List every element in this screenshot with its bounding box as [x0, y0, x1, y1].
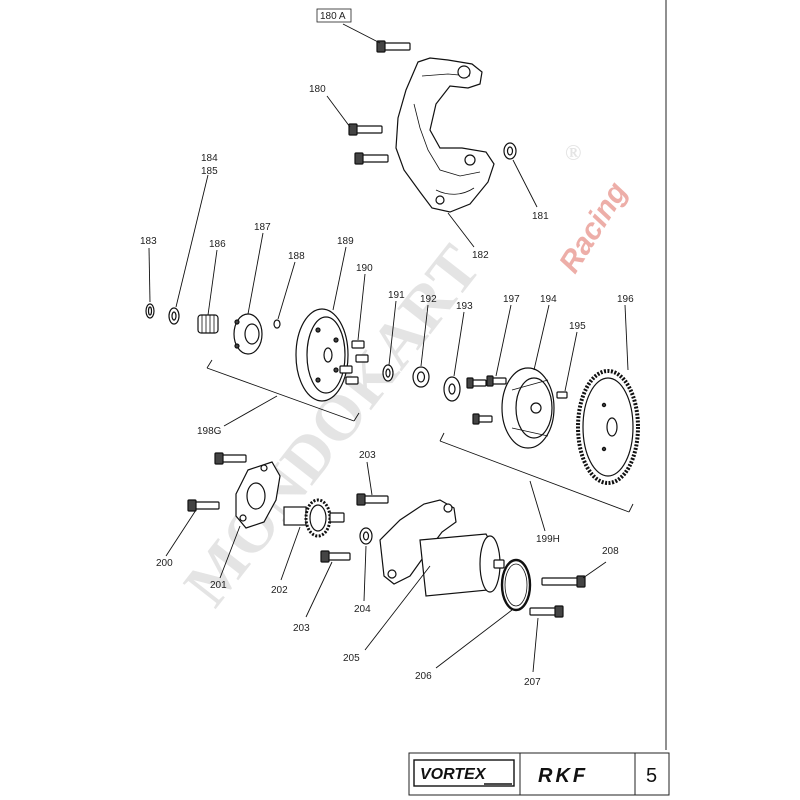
bracket-199h	[439, 432, 634, 513]
callout-180a-box	[316, 8, 352, 23]
callout-189: 189	[337, 236, 354, 247]
callout-184: 184	[201, 153, 218, 164]
callout-188: 188	[288, 251, 305, 262]
bracket-198g	[206, 359, 360, 422]
part-193-washer	[443, 376, 461, 402]
callout-207: 207	[524, 677, 541, 688]
callout-180: 180	[309, 84, 326, 95]
callout-205: 205	[343, 653, 360, 664]
part-182-housing	[395, 57, 495, 213]
part-201-bracket	[235, 461, 281, 529]
callout-200: 200	[156, 558, 173, 569]
callout-194: 194	[540, 294, 557, 305]
part-186-needle-bearing	[197, 314, 219, 334]
part-195-pin	[556, 391, 568, 399]
callout-196: 196	[617, 294, 634, 305]
callout-183: 183	[140, 236, 157, 247]
callout-197: 197	[503, 294, 520, 305]
part-206-o-ring	[500, 558, 532, 612]
part-181-washer	[503, 142, 517, 160]
part-187-sprocket-hub	[233, 313, 263, 355]
callout-labels: 180 A 180 181 182 183 184 185 186 187 18…	[140, 8, 634, 688]
callout-180a: 180 A	[320, 11, 346, 22]
brand-logo: VORTEX	[420, 766, 487, 783]
callout-202: 202	[271, 585, 288, 596]
model-name: RKF	[538, 765, 588, 787]
part-180a-bolt	[376, 40, 411, 53]
part-208-bolt	[541, 575, 586, 588]
part-203-bolts	[320, 493, 389, 563]
callout-190: 190	[356, 263, 373, 274]
callout-198g: 198G	[197, 426, 222, 437]
brand-logo-box	[413, 759, 515, 787]
part-200-bolts	[187, 452, 247, 512]
callout-192: 192	[420, 294, 437, 305]
callout-182: 182	[472, 250, 489, 261]
page-number: 5	[646, 765, 657, 787]
part-207-bolt	[529, 605, 564, 618]
watermark-registered: ®	[565, 140, 581, 165]
part-183-circlip	[145, 303, 155, 319]
part-189-clutch-drum	[295, 308, 349, 402]
part-188-pin	[273, 319, 281, 329]
callout-186: 186	[209, 239, 226, 250]
callout-181: 181	[532, 211, 549, 222]
footer: VORTEX RKF 5	[408, 752, 670, 796]
callout-201: 201	[210, 580, 227, 591]
callout-193: 193	[456, 301, 473, 312]
part-190-screws	[339, 340, 369, 385]
callout-199h: 199H	[536, 534, 560, 545]
callout-187: 187	[254, 222, 271, 233]
callout-203-upper: 203	[359, 450, 376, 461]
part-192-nut	[412, 366, 430, 388]
part-194-clutch-shoe	[501, 367, 555, 449]
callout-206: 206	[415, 671, 432, 682]
callout-195: 195	[569, 321, 586, 332]
part-196-ring-gear	[576, 369, 640, 485]
leader-lines	[148, 23, 629, 673]
part-197-bolts	[466, 375, 507, 425]
part-202-bendix-gear	[283, 498, 345, 538]
callout-203-lower: 203	[293, 623, 310, 634]
part-180-bolt-upper	[348, 123, 383, 136]
callout-191: 191	[388, 290, 405, 301]
part-191-washer	[382, 364, 394, 382]
watermark-racing: Racing	[553, 176, 634, 278]
part-180-bolt-lower	[354, 152, 389, 165]
part-204-washer	[359, 527, 373, 545]
callout-204: 204	[354, 604, 371, 615]
part-205-starter-motor	[379, 499, 505, 597]
callout-208: 208	[602, 546, 619, 557]
part-184-185-washer	[168, 307, 180, 325]
callout-185: 185	[201, 166, 218, 177]
